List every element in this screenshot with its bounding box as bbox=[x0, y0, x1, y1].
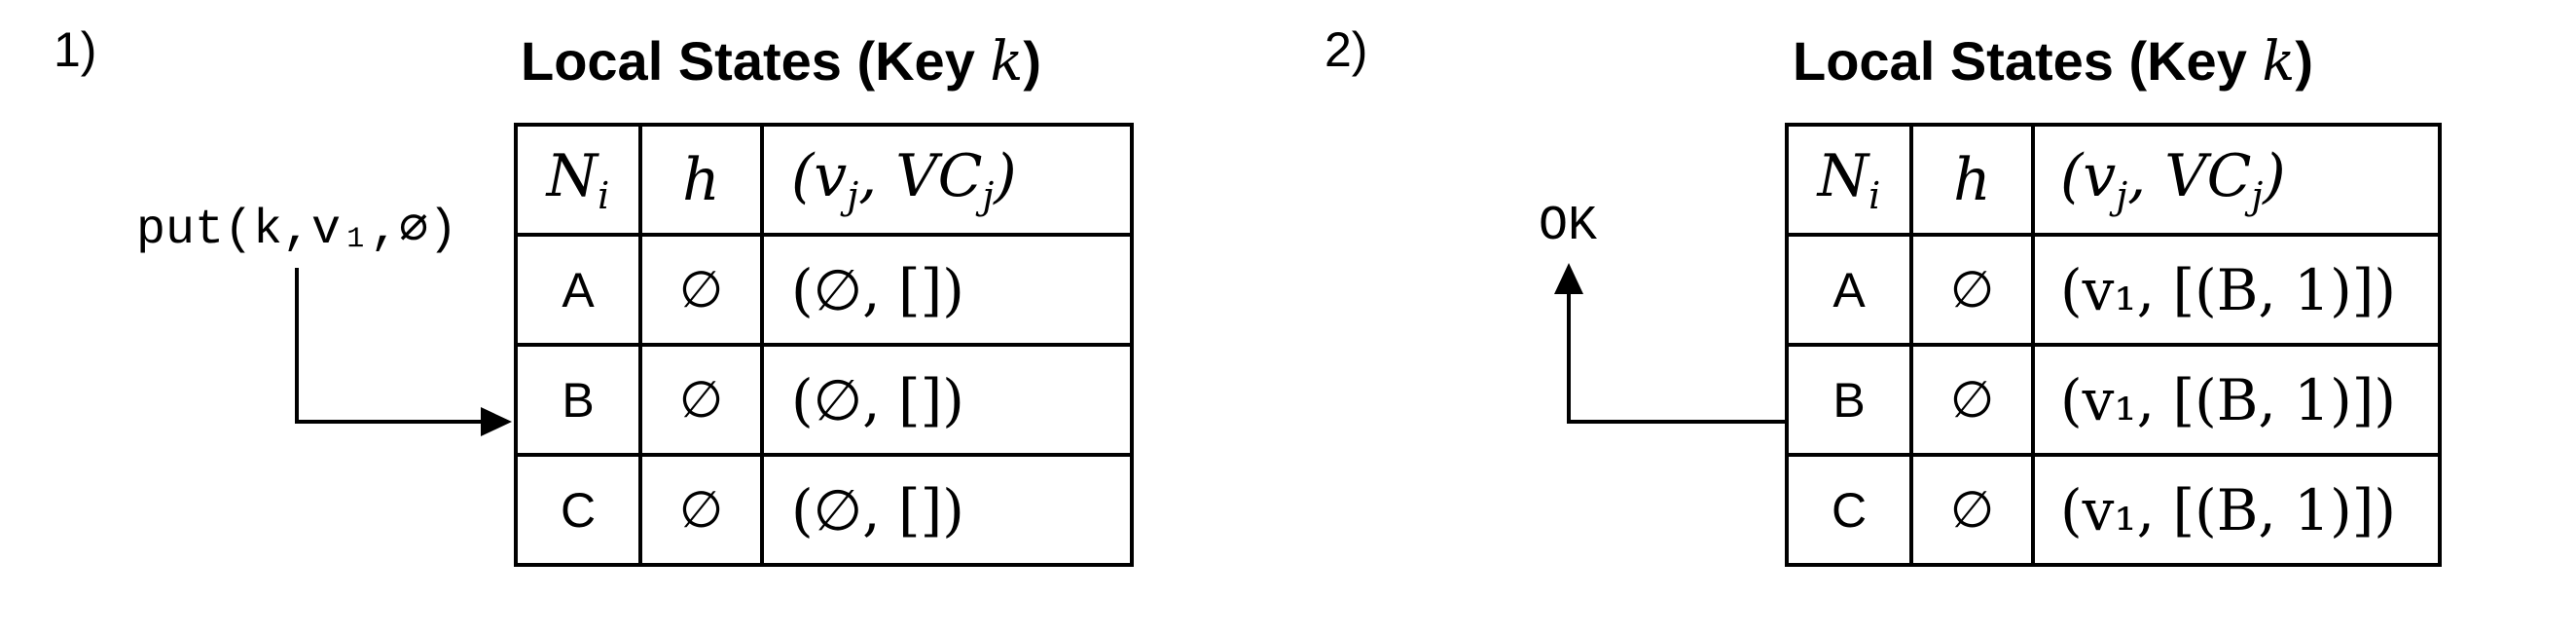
title-text: Local States (Key bbox=[521, 30, 991, 92]
title-text: Local States (Key bbox=[1793, 30, 2263, 92]
header-hint: h bbox=[638, 123, 764, 237]
panel-1: 1) Local States (Key k) put(k,v₁,∅) Ni h… bbox=[54, 22, 1134, 567]
node-name: B bbox=[1832, 372, 1866, 428]
node-name: C bbox=[560, 482, 597, 538]
header-node: Ni bbox=[1785, 123, 1913, 237]
table-row: C ∅ (v₁, [(B, 1)]) bbox=[1785, 453, 2442, 567]
state-value: (∅, []) bbox=[791, 256, 964, 323]
node-name: C bbox=[1831, 482, 1868, 538]
header-value: (vj, VCj) bbox=[2031, 123, 2442, 237]
state-value: (v₁, [(B, 1)]) bbox=[2060, 366, 2397, 433]
state-value: (v₁, [(B, 1)]) bbox=[2060, 256, 2397, 323]
table-row: C ∅ (∅, []) bbox=[514, 453, 1134, 567]
table-row: A ∅ (∅, []) bbox=[514, 233, 1134, 347]
request-arrow bbox=[295, 268, 512, 436]
panel-number: 1) bbox=[54, 22, 97, 77]
table-header-row: Ni h (vj, VCj) bbox=[1785, 123, 2442, 237]
node-name: A bbox=[1832, 262, 1866, 318]
table-row: B ∅ (v₁, [(B, 1)]) bbox=[1785, 343, 2442, 457]
title-close: ) bbox=[2295, 30, 2313, 92]
hint-value: ∅ bbox=[1949, 371, 1995, 429]
table-row: A ∅ (v₁, [(B, 1)]) bbox=[1785, 233, 2442, 347]
header-hint: h bbox=[1909, 123, 2035, 237]
state-value: (v₁, [(B, 1)]) bbox=[2060, 476, 2397, 543]
arrow-head bbox=[481, 407, 512, 436]
hint-value: ∅ bbox=[678, 261, 724, 318]
table-row: B ∅ (∅, []) bbox=[514, 343, 1134, 457]
table-title: Local States (Key k) bbox=[521, 31, 1041, 93]
local-states-table: Ni h (vj, VCj) A ∅ (∅, []) B ∅ (∅, []) C… bbox=[514, 123, 1134, 567]
response-arrow bbox=[1554, 263, 1785, 424]
title-key-var: k bbox=[990, 30, 1024, 93]
state-value: (∅, []) bbox=[791, 366, 964, 433]
ok-response-label: OK bbox=[1539, 199, 1598, 254]
arrow-head bbox=[1554, 263, 1583, 294]
header-value: (vj, VCj) bbox=[760, 123, 1134, 237]
local-states-table: Ni h (vj, VCj) A ∅ (v₁, [(B, 1)]) B ∅ (v… bbox=[1785, 123, 2442, 567]
hint-value: ∅ bbox=[678, 481, 724, 539]
title-key-var: k bbox=[2262, 30, 2296, 93]
title-close: ) bbox=[1023, 30, 1041, 92]
hint-value: ∅ bbox=[1949, 481, 1995, 539]
node-name: B bbox=[562, 372, 595, 428]
hint-value: ∅ bbox=[1949, 261, 1995, 318]
node-name: A bbox=[562, 262, 595, 318]
panel-2: 2) Local States (Key k) OK Ni h (vj, VCj… bbox=[1288, 0, 2576, 635]
hint-value: ∅ bbox=[678, 371, 724, 429]
panel-number: 2) bbox=[1324, 22, 1368, 77]
table-header-row: Ni h (vj, VCj) bbox=[514, 123, 1134, 237]
header-node: Ni bbox=[514, 123, 642, 237]
state-value: (∅, []) bbox=[791, 476, 964, 543]
table-title: Local States (Key k) bbox=[1793, 31, 2313, 93]
put-operation-label: put(k,v₁,∅) bbox=[136, 203, 458, 258]
